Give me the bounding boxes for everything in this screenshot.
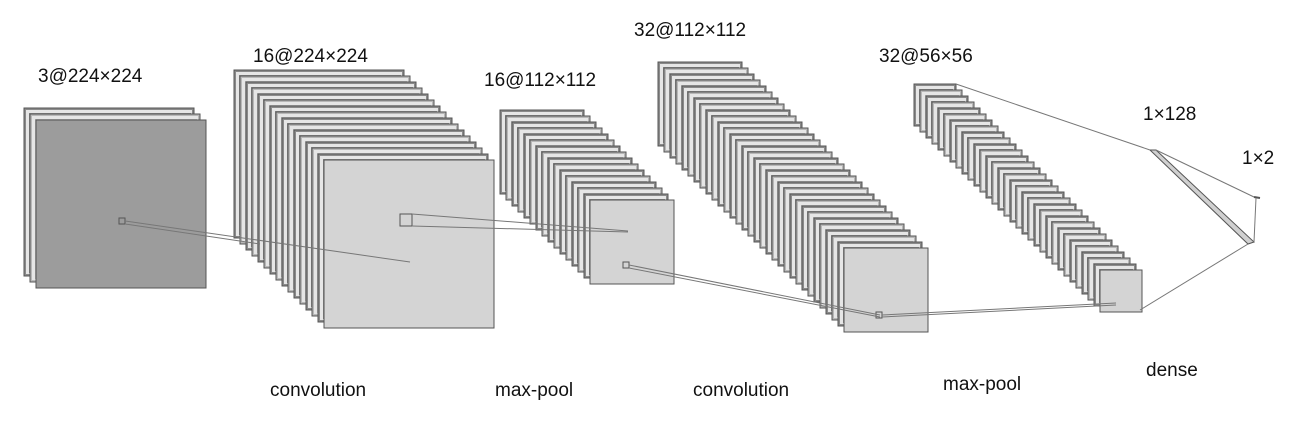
link-conv2-to-pool2-a (881, 302, 1117, 316)
layer-label-conv2: 32@112×112 (634, 20, 747, 41)
dense-layer-vector (1148, 149, 1255, 245)
link-conv2-to-pool2-b (881, 304, 1117, 318)
stack-pool1-map (589, 199, 675, 285)
connection-lines (118, 83, 1257, 319)
stack-conv2-map (843, 247, 929, 333)
stack-conv1-map (323, 159, 495, 329)
op-label-convolution-1: convolution (270, 380, 367, 401)
link-pool1-to-conv2-b (628, 267, 881, 318)
stack-input-map (35, 119, 207, 289)
output-vector (1253, 196, 1261, 199)
op-label-max-pool-1: max-pool (495, 380, 574, 401)
link-pool1-to-conv2-a (628, 264, 881, 316)
link-conv1-to-pool1-b (411, 225, 629, 233)
op-label-dense: dense (1146, 360, 1198, 381)
stack-pool1 (499, 109, 675, 285)
stack-conv2 (657, 61, 929, 333)
layer-label-pool1: 16@112×112 (484, 70, 597, 91)
layer-label-input: 3@224×224 (38, 66, 143, 87)
stack-pool2 (913, 83, 1143, 313)
link-conv1-to-pool1-a (411, 213, 629, 232)
link-input-to-conv1-b (124, 223, 261, 245)
stack-conv1 (233, 69, 495, 329)
kernel-window-conv1 (399, 213, 413, 227)
op-label-convolution-2: convolution (693, 380, 790, 401)
link-pool2-to-dense-bottom (1139, 243, 1249, 311)
layer-label-conv1: 16@224×224 (253, 46, 368, 67)
layer-label-pool2: 32@56×56 (879, 46, 973, 67)
feature-map-stacks (23, 61, 1261, 333)
layer-label-output: 1×2 (1242, 148, 1275, 169)
link-dense-to-output-bottom (1253, 197, 1257, 243)
layer-label-dense1: 1×128 (1143, 104, 1197, 125)
link-dense-to-output-top (1155, 149, 1255, 198)
link-pool2-to-dense-top (955, 83, 1151, 151)
link-input-to-conv1-a (124, 220, 411, 263)
stack-input (23, 107, 207, 289)
op-label-max-pool-2: max-pool (943, 374, 1022, 395)
